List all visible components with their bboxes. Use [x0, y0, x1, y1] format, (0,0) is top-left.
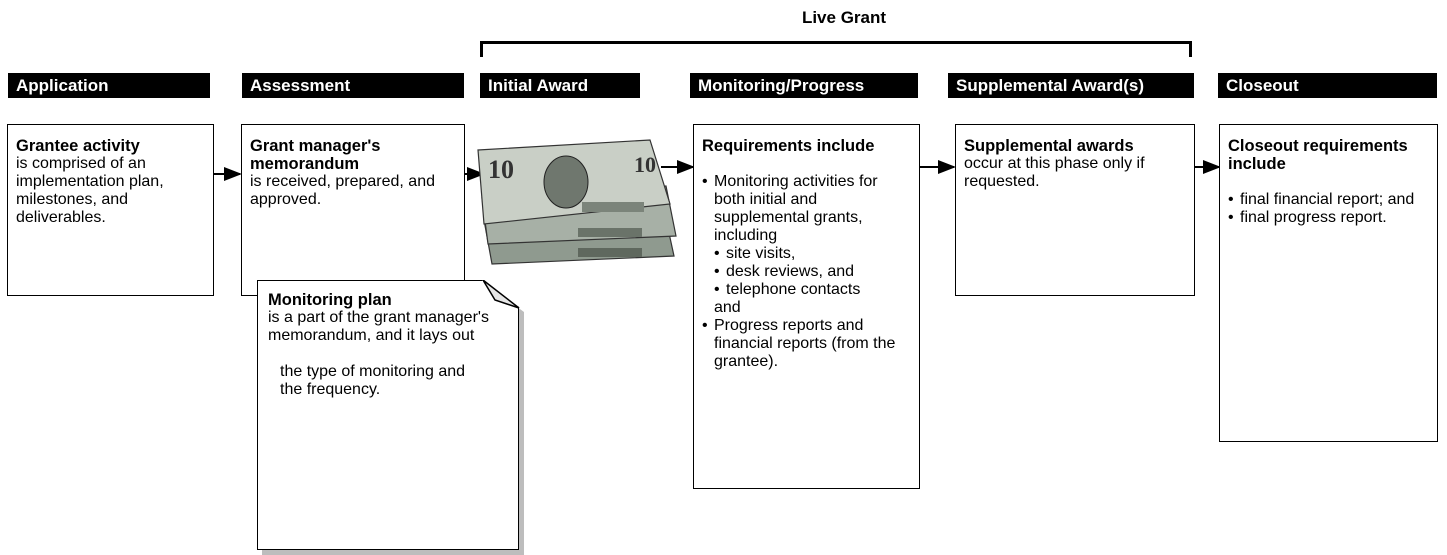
phase-monitoring-progress: Monitoring/Progress	[690, 73, 918, 98]
supplemental-heading: Supplemental awards	[964, 137, 1134, 155]
assessment-box: Grant manager's memorandum is received, …	[241, 124, 465, 296]
closeout-heading: Closeout requirements include	[1228, 137, 1408, 173]
monitoring-box: Requirements include Monitoring activiti…	[693, 124, 920, 489]
application-box: Grantee activity is comprised of an impl…	[7, 124, 214, 296]
monitoring-sub-site-visits: site visits,	[714, 245, 911, 263]
phase-initial-award: Initial Award	[480, 73, 640, 98]
application-text: is comprised of an implementation plan, …	[16, 155, 164, 226]
live-grant-bracket	[480, 41, 1192, 57]
money-icon: 10 10	[477, 139, 677, 265]
svg-text:10: 10	[488, 155, 514, 184]
assessment-text: is received, prepared, and approved.	[250, 173, 435, 208]
phase-closeout: Closeout	[1218, 73, 1437, 98]
application-heading: Grantee activity	[16, 137, 140, 155]
assessment-heading: Grant manager's memorandum	[250, 137, 381, 173]
closeout-box: Closeout requirements include final fina…	[1219, 124, 1438, 442]
monitoring-plan-note: Monitoring plan is a part of the grant m…	[257, 280, 519, 550]
monitoring-plan-bullet-frequency: the frequency.	[280, 381, 381, 398]
live-grant-label: Live Grant	[801, 8, 887, 27]
monitoring-sub-telephone: telephone contacts	[714, 281, 911, 299]
phase-assessment: Assessment	[242, 73, 464, 98]
monitoring-heading: Requirements include	[702, 137, 875, 155]
closeout-bullet-progress: final progress report.	[1228, 209, 1429, 227]
phase-supplemental-awards: Supplemental Award(s)	[948, 73, 1194, 98]
arrow-3	[661, 160, 695, 174]
monitoring-bullet-reports: Progress reports and financial reports (…	[702, 317, 911, 371]
supplemental-box: Supplemental awards occur at this phase …	[955, 124, 1195, 296]
arrow-5	[1195, 160, 1221, 174]
monitoring-plan-heading: Monitoring plan	[268, 291, 392, 309]
page-fold-icon	[483, 280, 520, 309]
phase-application: Application	[8, 73, 210, 98]
svg-text:10: 10	[634, 152, 656, 177]
monitoring-and-text: and	[714, 299, 741, 316]
monitoring-sub-desk-reviews: desk reviews, and	[714, 263, 911, 281]
monitoring-plan-bullet-type: the type of monitoring and	[280, 363, 466, 380]
closeout-bullet-financial: final financial report; and	[1228, 191, 1429, 209]
arrow-1	[214, 167, 242, 181]
arrow-4	[920, 160, 956, 174]
monitoring-plan-text: is a part of the grant manager's memoran…	[268, 309, 489, 344]
supplemental-text: occur at this phase only if requested.	[964, 155, 1145, 190]
monitoring-bullet-activities: Monitoring activities for both initial a…	[702, 173, 911, 245]
